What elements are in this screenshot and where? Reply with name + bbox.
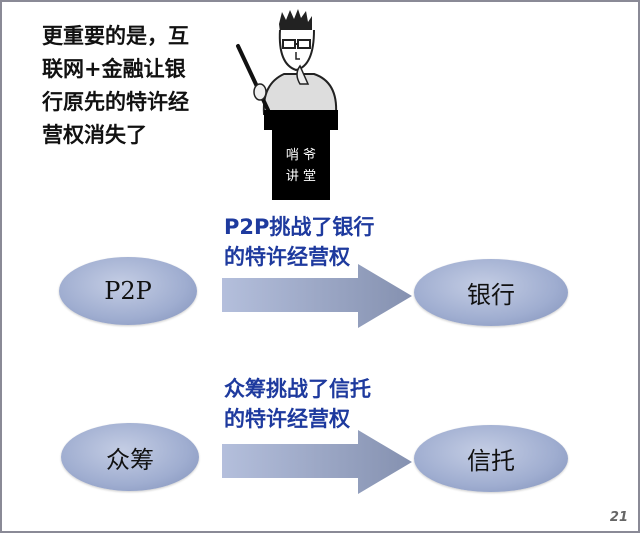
ellipse-p2p: P2P — [59, 257, 197, 325]
ellipse-bank: 银行 — [414, 259, 568, 326]
page-number: 21 — [609, 510, 628, 525]
intro-line: 行原先的特许经 — [42, 90, 189, 114]
ellipse-trust: 信托 — [414, 425, 568, 492]
caption-line: 的特许经营权 — [224, 245, 350, 269]
caption-line: P2P挑战了银行 — [224, 215, 375, 239]
podium-logo: 哨 爷 — [286, 148, 316, 163]
intro-line: 更重要的是，互 — [42, 24, 189, 48]
ellipse-label: P2P — [104, 277, 152, 305]
intro-text: 更重要的是，互 联网+金融让银 行原先的特许经 营权消失了 — [42, 20, 189, 152]
caption-line: 众筹挑战了信托 — [224, 377, 371, 401]
caption-p2p: P2P挑战了银行 的特许经营权 — [224, 212, 374, 272]
arrow-right-icon — [222, 264, 412, 328]
ellipse-label: 众筹 — [106, 445, 154, 474]
caption-line: 的特许经营权 — [224, 407, 350, 431]
ellipse-crowdfunding: 众筹 — [61, 423, 199, 491]
svg-text:讲 堂: 讲 堂 — [286, 169, 316, 184]
lecturer-cartoon-illustration: 哨 爷 讲 堂 — [236, 9, 338, 200]
caption-crowdfunding: 众筹挑战了信托 的特许经营权 — [224, 374, 371, 434]
arrow-right-icon — [222, 430, 412, 494]
ellipse-label: 银行 — [467, 281, 515, 309]
intro-line: 联网+金融让银 — [42, 57, 186, 81]
ellipse-label: 信托 — [467, 447, 515, 475]
intro-line: 营权消失了 — [42, 123, 147, 147]
